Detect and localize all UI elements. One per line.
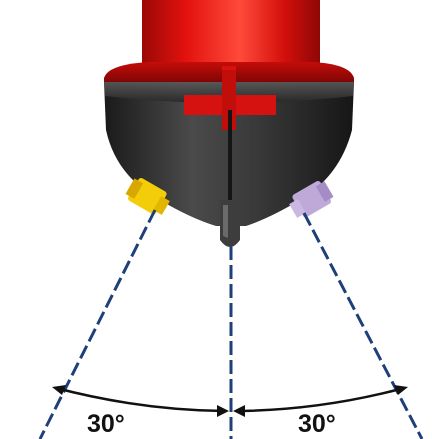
- spray-line-left: [38, 209, 157, 439]
- spray-lines: [38, 209, 424, 439]
- angle-arcs: [55, 386, 405, 413]
- arc-right: [237, 386, 405, 413]
- arc-arrowheads: [52, 385, 408, 417]
- yellow-nozzle-icon: [125, 177, 170, 215]
- angle-label-right: 30°: [298, 410, 336, 438]
- angle-label-left: 30°: [87, 410, 125, 438]
- arc-left: [55, 386, 225, 413]
- red-cylinder: [142, 0, 320, 70]
- spray-line-right: [302, 212, 424, 439]
- center-nozzle-icon: [220, 200, 240, 247]
- violet-nozzle-icon: [289, 180, 334, 218]
- nozzle-cap: [104, 70, 354, 226]
